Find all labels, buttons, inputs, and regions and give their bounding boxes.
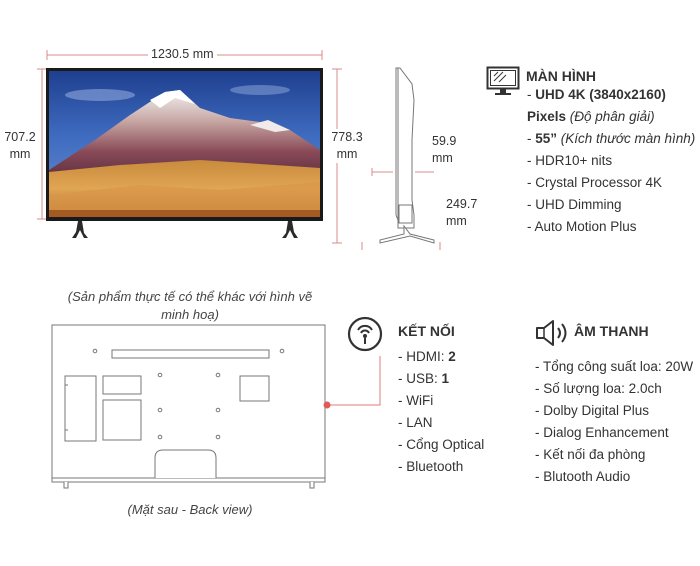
width-label: 1230.5 mm <box>148 46 217 63</box>
screen-height-value: 707.2 <box>4 130 36 144</box>
sound-item: - Tổng công suất loa: 20W <box>535 359 694 374</box>
total-height-value: 778.3 <box>331 130 363 144</box>
connector-line <box>323 356 381 409</box>
connect-item: - WiFi <box>398 393 434 408</box>
sound-item: - Blutooth Audio <box>535 469 631 484</box>
screen-section-title: MÀN HÌNH <box>526 68 596 84</box>
sound-item: - Số lượng loa: 2.0ch <box>535 381 662 396</box>
depth-label: 59.9 mm <box>432 133 456 167</box>
stand-depth-dimension-line <box>361 242 441 250</box>
connect-item: - LAN <box>398 415 433 430</box>
screen-feature-item: - HDR10+ nits <box>527 153 613 168</box>
connect-item: - Bluetooth <box>398 459 464 474</box>
screen-feature-item: - UHD Dimming <box>527 197 622 212</box>
screen-height-dimension-line <box>37 68 47 220</box>
size-item: - 55” (Kích thước màn hình) <box>527 131 696 146</box>
screen-feature-item: - Crystal Processor 4K <box>527 175 663 190</box>
screen-height-label: 707.2 mm <box>2 129 38 163</box>
hdmi-item: - HDMI: 2 <box>398 349 456 364</box>
screen-feature-item: - Auto Motion Plus <box>527 219 637 234</box>
connect-spec-list: - HDMI: 2 - USB: 1 - WiFi - LAN - Cổng O… <box>398 346 484 478</box>
product-disclaimer: (Sản phẩm thực tế có thể khác với hình v… <box>67 289 313 322</box>
tv-side-view <box>379 67 435 244</box>
screen-spec-list: - UHD 4K (3840x2160) Pixels (Độ phân giả… <box>527 84 699 238</box>
sound-item: - Dolby Digital Plus <box>535 403 650 418</box>
sound-spec-list: - Tổng công suất loa: 20W - Số lượng loa… <box>535 356 693 488</box>
tv-back-view <box>51 324 326 489</box>
stand-depth-label: 249.7 mm <box>446 196 477 230</box>
sound-item: - Dialog Enhancement <box>535 425 669 440</box>
usb-item: - USB: 1 <box>398 371 450 386</box>
screen-height-unit: mm <box>9 147 31 161</box>
sound-section-title: ÂM THANH <box>574 323 649 339</box>
speaker-icon <box>534 318 572 353</box>
depth-unit: mm <box>432 151 453 165</box>
connect-item: - Cổng Optical <box>398 437 485 452</box>
total-height-label: 778.3 mm <box>327 129 367 163</box>
monitor-icon <box>486 66 520 101</box>
stand-depth-unit: mm <box>446 214 467 228</box>
depth-value: 59.9 <box>432 134 457 148</box>
depth-dimension-line <box>371 168 434 176</box>
tv-front-view <box>46 68 323 238</box>
stand-depth-value: 249.7 <box>446 197 478 211</box>
resolution-item: - UHD 4K (3840x2160) Pixels (Độ phân giả… <box>527 87 666 124</box>
connect-section-title: KẾT NỐI <box>398 323 455 339</box>
total-height-unit: mm <box>336 147 358 161</box>
wireless-signal-icon <box>347 316 383 357</box>
sound-item: - Kết nối đa phòng <box>535 447 646 462</box>
back-view-caption: (Mặt sau - Back view) <box>127 502 253 517</box>
